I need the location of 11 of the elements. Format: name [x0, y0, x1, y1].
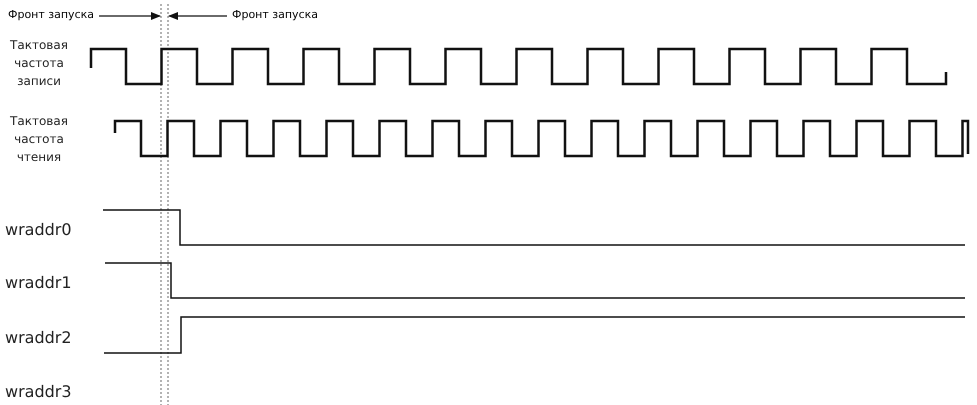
arrow	[168, 12, 227, 20]
arrow	[99, 12, 161, 20]
signal-name: wraddr2	[5, 328, 72, 347]
annotation-text: Фронт запуска	[232, 8, 318, 21]
annotation-text: Фронт запуска	[8, 8, 94, 21]
signal-name: wraddr1	[5, 273, 72, 292]
signal-name: wraddr0	[5, 220, 72, 239]
signal-name: Тактовая частота записи	[9, 37, 69, 90]
signal-name: Тактовая частота чтения	[9, 113, 69, 166]
signal-name: wraddr3	[5, 382, 72, 401]
dotted-marker-line	[160, 4, 162, 405]
